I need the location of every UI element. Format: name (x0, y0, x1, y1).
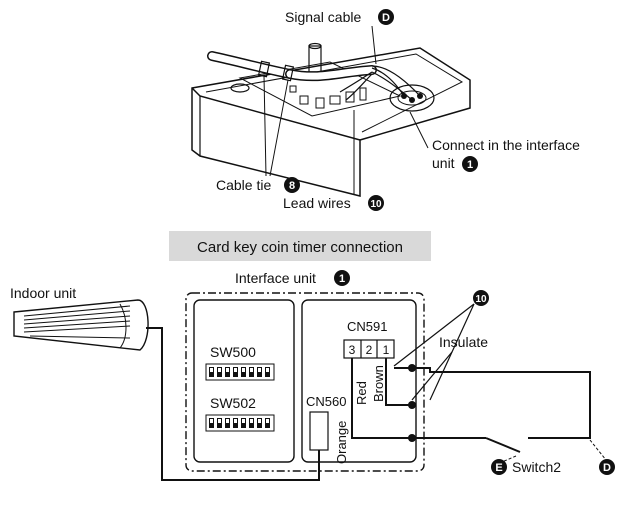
switch-panel (193, 299, 295, 463)
sw502-label: SW502 (210, 395, 256, 411)
dip-toggle-knob (258, 368, 261, 372)
terminal-3: 3 (349, 343, 356, 357)
sw500-label: SW500 (210, 344, 256, 360)
dip-toggle-knob (218, 419, 221, 423)
signal-cable-label: Signal cable (285, 9, 361, 25)
dip-toggle-knob (242, 368, 245, 372)
connect-label-line2: unit (432, 155, 455, 171)
switch2-callout: E Switch2 (491, 459, 561, 475)
insulate-label: Insulate (439, 334, 488, 350)
wire-orange-label: Orange (334, 421, 349, 464)
switch-label: Switch2 (512, 459, 561, 475)
lead-wires-badge (368, 195, 384, 211)
signal-cable-callout: Signal cable D (285, 9, 394, 65)
lead-wires-callout: Lead wires 10 (283, 110, 384, 211)
section-title-bar: Card key coin timer connection (169, 231, 431, 261)
interface-unit-badge-text: 1 (339, 273, 345, 285)
dip-toggle-knob (242, 419, 245, 423)
lead-wires-badge-text: 10 (370, 199, 382, 210)
dip-toggle-knob (234, 419, 237, 423)
cable-badge-text: D (603, 462, 611, 474)
indoor-unit: Indoor unit (10, 285, 149, 351)
cn560-connector (309, 411, 329, 451)
cable-tie-badge-text: 8 (289, 180, 295, 192)
sw500-dip-switch (205, 363, 275, 381)
connect-interface-callout: Connect in the interface unit 1 (409, 111, 580, 172)
connect-label-line1: Connect in the interface (432, 137, 580, 153)
cable-tie-badge (284, 177, 300, 193)
dip-toggle-knob (210, 368, 213, 372)
interface-unit-enclosure (185, 292, 425, 472)
dip-toggle-knob (234, 368, 237, 372)
switch-badge-text: E (495, 462, 502, 474)
lead-wires-label: Lead wires (283, 195, 351, 211)
dip-toggle-knob (210, 419, 213, 423)
lead-badge (473, 290, 489, 306)
cn591-connector (343, 339, 395, 359)
connect-badge (462, 156, 478, 172)
connector-panel (301, 299, 417, 463)
terminal-1: 1 (383, 343, 390, 357)
dip-toggle-knob (266, 419, 269, 423)
sw502-dip-switch (205, 414, 275, 432)
dip-toggle-knob (218, 368, 221, 372)
signal-cable-badge (378, 9, 394, 25)
connect-badge-text: 1 (467, 159, 473, 171)
dip-toggle-knob (226, 419, 229, 423)
switch-badge (491, 459, 507, 475)
dip-toggle-knob (266, 368, 269, 372)
signal-cable-badge-text: D (382, 12, 390, 24)
wire-red-label: Red (354, 381, 369, 405)
interface-unit-housing-illustration (191, 42, 471, 197)
dip-toggle-knob (226, 368, 229, 372)
wire-brown-label: Brown (371, 365, 386, 402)
junction-dot-2 (408, 401, 416, 409)
section-title: Card key coin timer connection (197, 239, 403, 256)
cable-badge (599, 459, 615, 475)
dip-toggle-knob (250, 419, 253, 423)
indoor-unit-label: Indoor unit (10, 285, 76, 301)
dip-toggle-knob (258, 419, 261, 423)
dip-toggle-knob (250, 368, 253, 372)
interface-unit-badge (334, 270, 350, 286)
interface-unit-title: Interface unit 1 (235, 270, 350, 286)
cn560-label: CN560 (306, 394, 346, 409)
cn591-label: CN591 (347, 319, 387, 334)
cable-tie-label: Cable tie (216, 177, 271, 193)
cable-tie-callout: Cable tie 8 (216, 75, 300, 193)
wiring (146, 303, 607, 481)
lead-badge-text: 10 (475, 294, 487, 305)
section-title-bg (169, 231, 431, 261)
terminal-2: 2 (366, 343, 373, 357)
interface-unit-label: Interface unit (235, 270, 316, 286)
